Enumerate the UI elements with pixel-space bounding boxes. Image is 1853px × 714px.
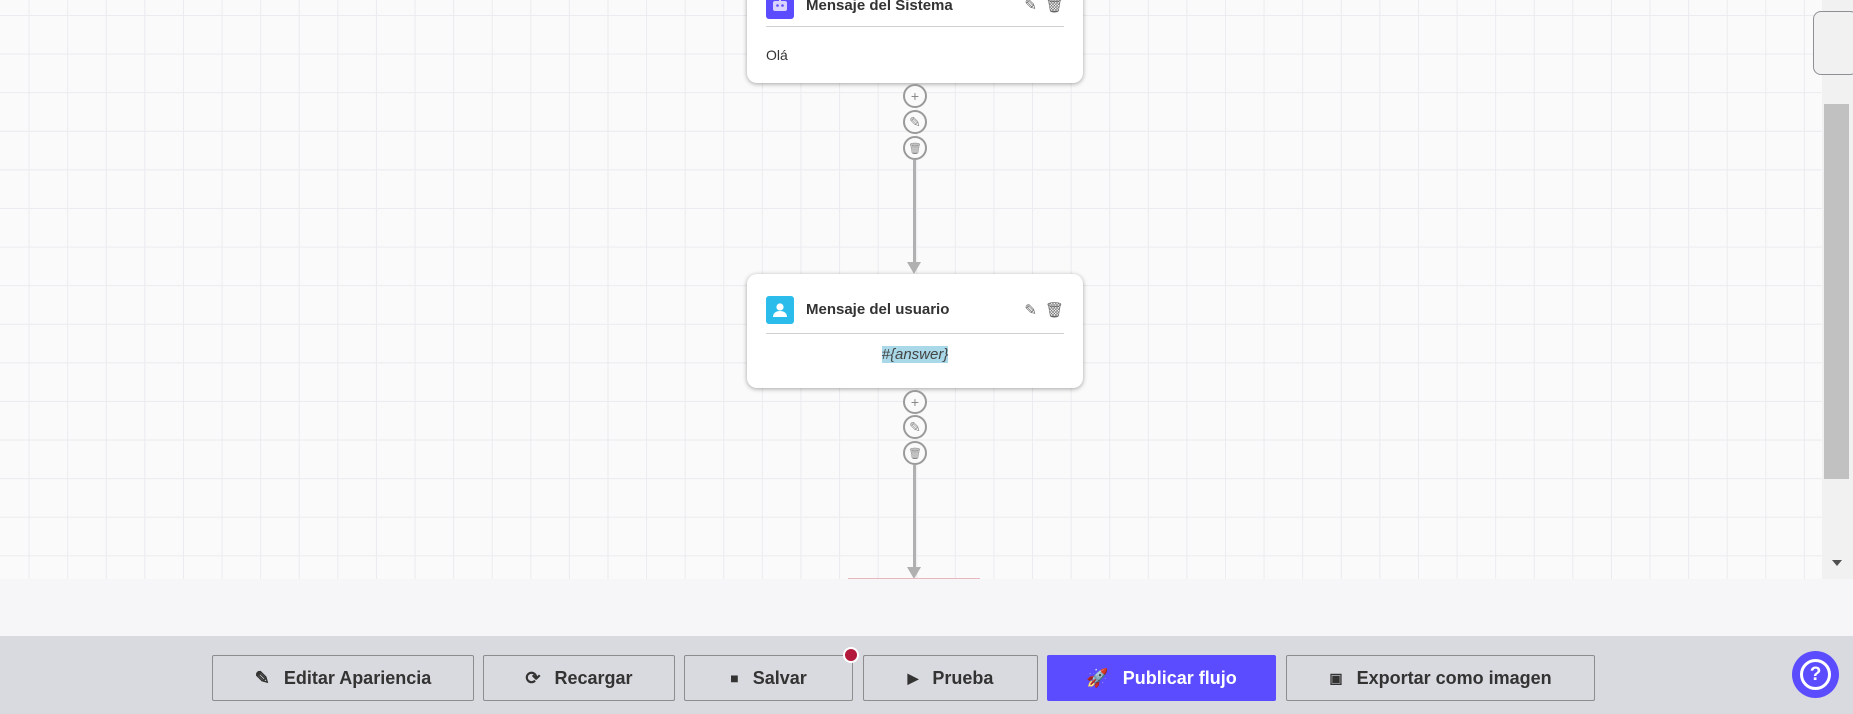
delete-connection-button[interactable]: 🗑 [903,441,927,465]
node-system-message[interactable]: Mensaje del Sistema ✎ 🗑 Olá [747,0,1083,83]
save-icon: ■ [730,670,739,686]
export-image-button[interactable]: ▣Exportar como imagen [1286,655,1595,701]
arrow-down-icon [907,567,921,579]
trash-icon[interactable]: 🗑 [1044,0,1064,14]
question-icon: ? [1800,659,1831,690]
rocket-icon: 🚀 [1086,667,1109,688]
reload-button[interactable]: ⟳Recargar [483,655,675,701]
plus-icon: + [910,88,920,104]
pencil-icon[interactable]: ✎ [1024,301,1037,319]
user-icon [766,295,794,324]
node-body: #{answer} [881,346,949,363]
image-icon: ▣ [1329,669,1343,686]
play-icon: ▶ [907,669,919,686]
pencil-icon[interactable]: ✎ [1024,0,1037,14]
pencil-icon: ✎ [909,418,921,435]
node-title: Mensaje del Sistema [806,0,953,14]
node-header: Mensaje del Sistema ✎ 🗑 [766,0,1064,27]
refresh-icon: ⟳ [525,667,541,688]
vertical-scrollbar[interactable] [1822,0,1853,579]
edit-connection-button[interactable]: ✎ [903,415,927,439]
pencil-icon: ✎ [909,113,921,130]
test-button[interactable]: ▶Prueba [863,655,1038,701]
edit-appearance-button[interactable]: ✎Editar Apariencia [212,655,474,701]
add-node-button[interactable]: + [903,390,927,414]
help-button[interactable]: ? [1792,651,1839,698]
robot-icon [766,0,794,19]
save-button[interactable]: ■Salvar [684,655,853,701]
arrow-down-icon [907,262,921,274]
node-header: Mensaje del usuario ✎ 🗑 [766,294,1064,334]
node-body: Olá [766,47,788,63]
delete-connection-button[interactable]: 🗑 [903,136,927,160]
connector-line [913,465,916,569]
scrollbar-thumb[interactable] [1824,104,1849,479]
trash-icon[interactable]: 🗑 [1044,301,1064,319]
next-node-edge [848,578,980,579]
edit-connection-button[interactable]: ✎ [903,110,927,134]
minimap-panel[interactable] [1813,11,1853,75]
unsaved-indicator [843,647,859,663]
edit-icon: ✎ [254,667,270,688]
trash-icon: 🗑 [908,142,922,155]
add-node-button[interactable]: + [903,84,927,108]
flow-canvas[interactable]: Mensaje del Sistema ✎ 🗑 Olá + ✎ 🗑 Mensaj… [0,0,1822,579]
publish-flow-button[interactable]: 🚀Publicar flujo [1047,655,1276,701]
plus-icon: + [910,394,920,410]
trash-icon: 🗑 [908,447,922,460]
node-title: Mensaje del usuario [806,301,950,318]
connector-line [913,160,916,264]
node-user-message[interactable]: Mensaje del usuario ✎ 🗑 #{answer} [747,274,1083,388]
scroll-down-arrow-icon[interactable] [1832,560,1842,566]
